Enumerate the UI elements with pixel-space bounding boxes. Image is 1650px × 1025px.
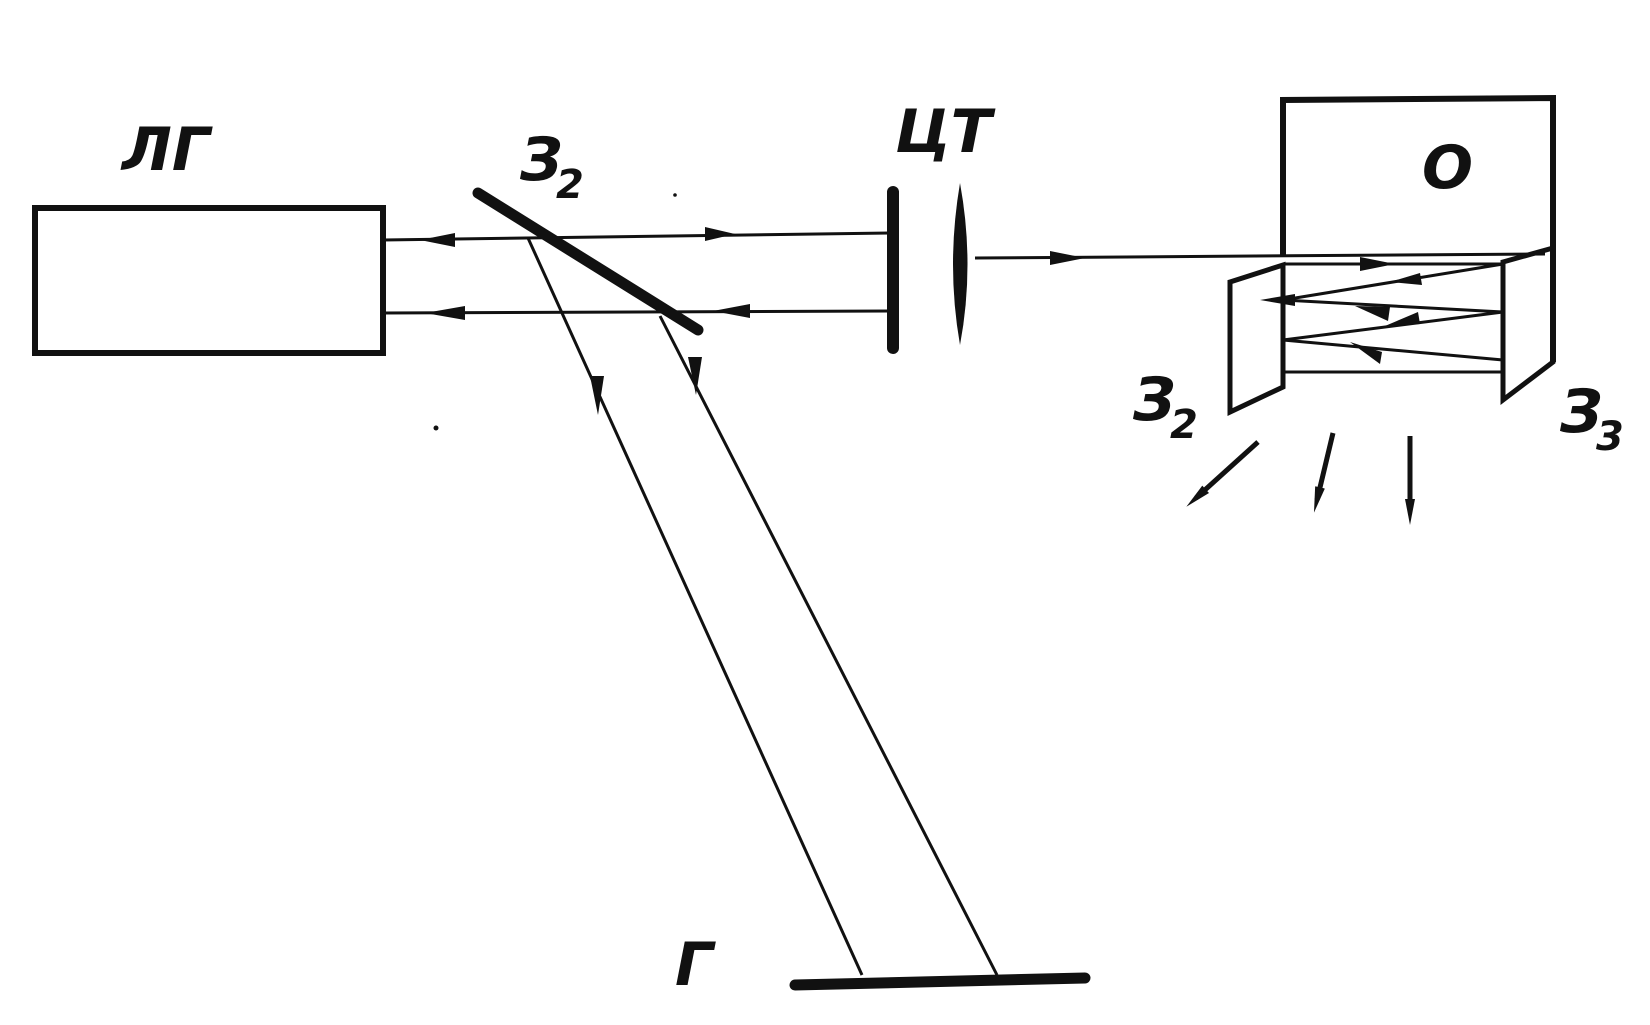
reflection-arrow-3	[1355, 306, 1390, 321]
object-box	[1280, 94, 1556, 362]
beam-upper	[382, 231, 891, 242]
arrow-upper-left	[420, 233, 455, 247]
mirror-left	[1227, 261, 1286, 416]
arrow-to-object	[1050, 251, 1085, 265]
arrow-hologram-right	[688, 357, 702, 395]
beam-to-hologram-left	[526, 237, 864, 976]
mirror-main-label: З	[519, 125, 563, 195]
laser-box	[32, 205, 386, 356]
reflection-arrow-1	[1360, 257, 1395, 271]
reflection-arrow-6	[1260, 294, 1295, 306]
illum-arrow-left	[1186, 440, 1260, 507]
reflection-arrow-2	[1390, 273, 1422, 285]
mirror-right-subscript: 3	[1596, 414, 1624, 460]
mirror-left-label: З	[1132, 365, 1176, 435]
telescope-label: ЦТ	[895, 97, 996, 167]
mirror-main-subscript: 2	[556, 162, 584, 208]
telescope-lens-right	[953, 183, 968, 345]
reflection-arrow-5	[1350, 342, 1382, 364]
mirror-left-subscript: 2	[1170, 402, 1198, 448]
multi-reflection-beams	[1282, 262, 1504, 374]
beam-lower	[382, 309, 891, 315]
arrow-lower-left	[425, 306, 465, 320]
arrow-hologram-left	[590, 376, 604, 415]
mirror-right-label: З	[1559, 377, 1603, 447]
object-label: О	[1422, 133, 1473, 203]
laser-label: ЛГ	[120, 115, 213, 185]
mirror-right	[1500, 244, 1556, 406]
hologram-plate	[789, 972, 1091, 991]
beam-to-hologram-right	[658, 315, 999, 976]
illum-arrow-mid	[1313, 432, 1336, 513]
scan-speck	[433, 425, 439, 431]
hologram-label: Г	[675, 930, 716, 1000]
scan-speck	[673, 193, 677, 197]
arrow-lower-right	[713, 304, 750, 318]
mirror-main	[472, 187, 704, 336]
arrow-upper-right	[705, 227, 735, 241]
reflection-arrow-4	[1385, 312, 1420, 326]
